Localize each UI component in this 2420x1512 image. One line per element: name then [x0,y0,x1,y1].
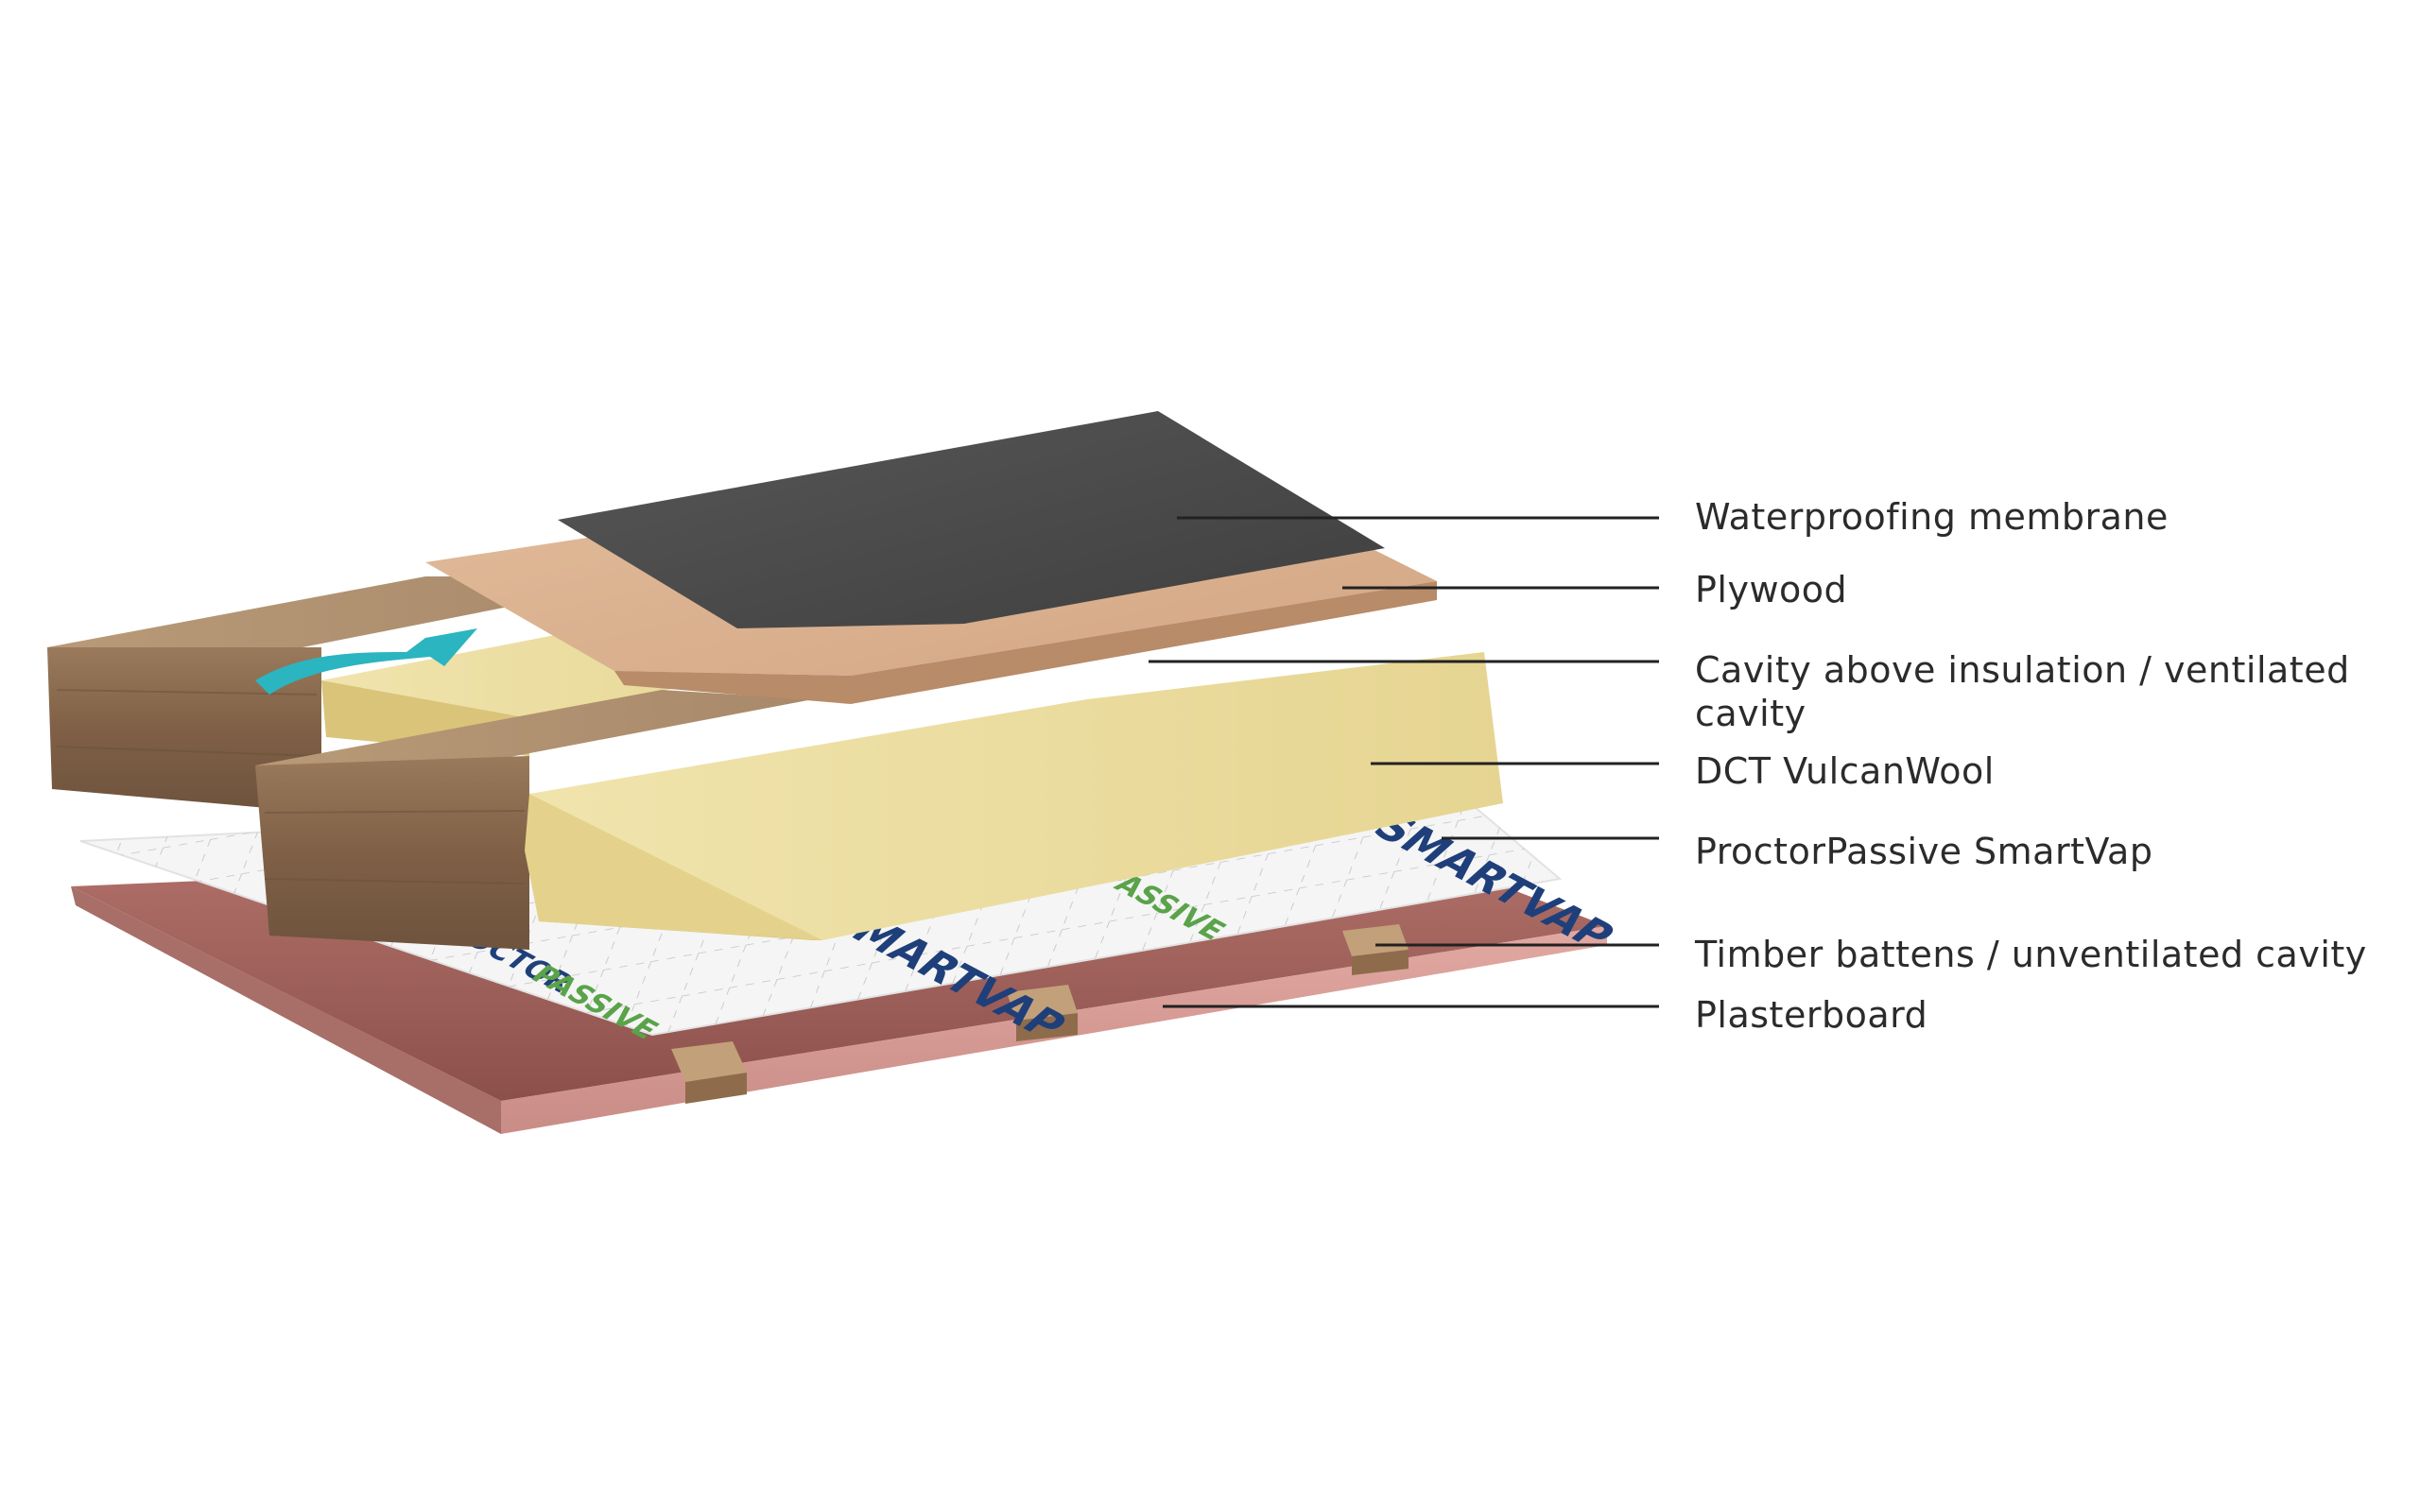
label-cavity-line-1: Cavity above insulation / ventilated [1695,649,2350,691]
label-timber-battens: Timber battens / unventilated cavity [1695,934,2367,975]
label-plasterboard: Plasterboard [1695,994,1928,1036]
timber-joist-front [255,690,813,950]
label-cavity-line-2: cavity [1695,693,1806,734]
label-waterproofing-membrane: Waterproofing membrane [1695,496,2169,538]
insulation-main [525,652,1503,940]
label-plywood: Plywood [1695,569,1848,610]
leader-lines [1149,516,1659,1008]
batten [1342,924,1409,975]
timber-battens [671,924,1409,1104]
airflow-arrow-icon [255,628,477,695]
batten [1007,985,1078,1041]
label-cavity: Cavity above insulation / ventilated cav… [1695,648,2394,735]
label-vapour-layer: ProctorPassive SmartVap [1695,831,2153,872]
waterproofing-membrane [558,411,1385,628]
label-insulation: DCT VulcanWool [1695,750,1995,792]
batten [671,1041,747,1104]
